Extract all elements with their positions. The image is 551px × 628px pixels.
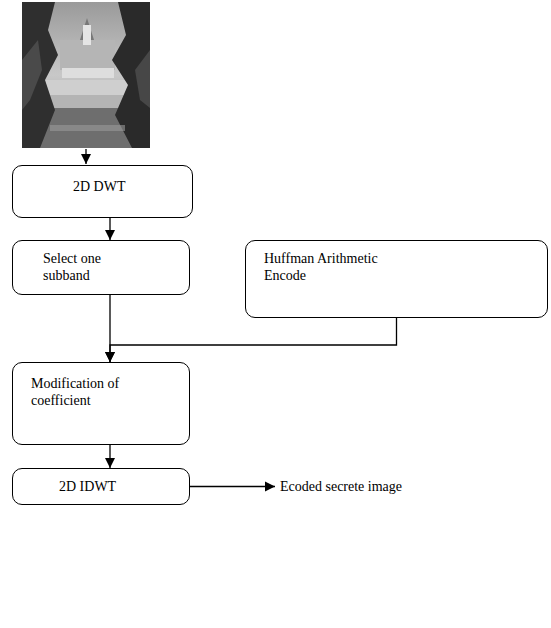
process-box: Modification of coefficient <box>12 362 190 445</box>
process-box: Select one subband <box>12 240 190 295</box>
encoder-box: Huffman Arithmetic Encode <box>245 240 548 318</box>
input-arrow <box>85 149 86 164</box>
box-text: Select one subband <box>43 250 143 284</box>
box-text: 2D DWT <box>73 178 183 195</box>
box-text: Modification of coefficient <box>31 375 151 409</box>
box-text: Huffman Arithmetic Encode <box>264 250 404 284</box>
input-image <box>22 2 150 148</box>
process-box: 2D IDWT <box>12 468 190 505</box>
process-box: 2D DWT <box>12 165 193 218</box>
output-label: Ecoded secrete image <box>280 478 402 495</box>
flow-arrow <box>109 445 110 468</box>
box-text: 2D IDWT <box>59 478 169 495</box>
flow-arrow <box>109 218 110 240</box>
flow-arrow <box>110 318 397 362</box>
output-arrow <box>190 486 275 487</box>
